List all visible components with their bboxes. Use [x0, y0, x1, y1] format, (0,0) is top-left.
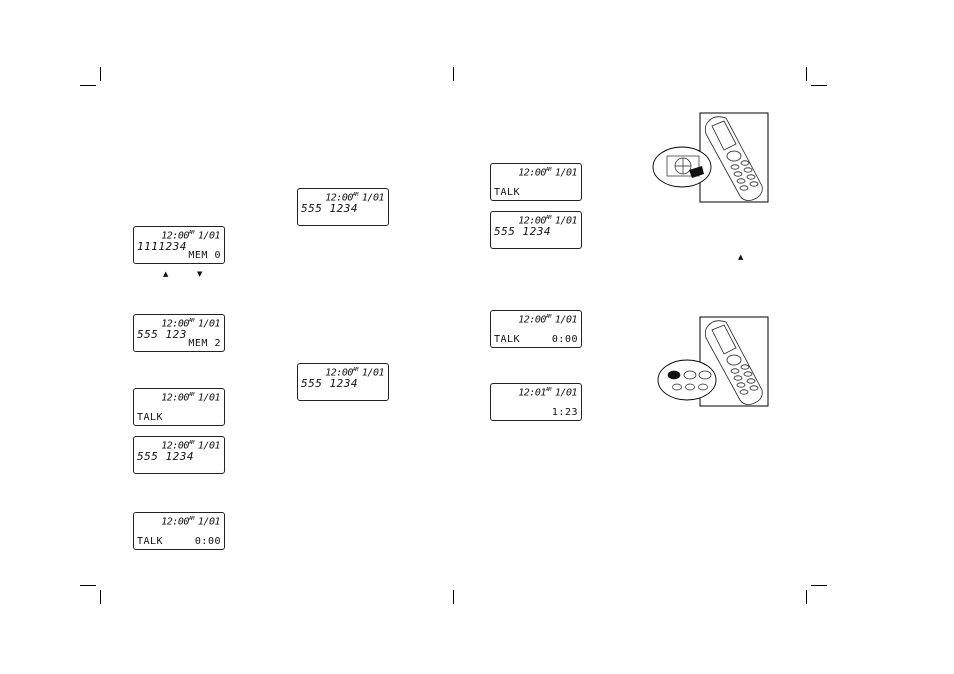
lcd-status-left: TALK	[137, 536, 163, 547]
lcd-date: 1/01	[198, 318, 220, 329]
crop-mark	[100, 67, 101, 81]
lcd-date: 1/01	[198, 230, 220, 241]
lcd-ampm: AM	[546, 167, 551, 173]
lcd-ampm: AM	[546, 387, 551, 393]
lcd-status-left: TALK	[494, 187, 520, 198]
lcd-time: 12:00	[518, 167, 546, 178]
crop-mark	[811, 85, 827, 86]
lcd-status-left: TALK	[137, 412, 163, 423]
crop-mark	[453, 590, 454, 604]
lcd-display: 12:00AM 1/01 TALK	[490, 163, 582, 201]
lcd-date: 1/01	[362, 192, 384, 203]
lcd-number: 555 1234	[137, 450, 194, 463]
handset-navigation-key-icon	[652, 112, 770, 204]
lcd-number: 555 1234	[494, 225, 551, 238]
down-arrow-icon: ▼	[197, 270, 202, 278]
lcd-date: 1/01	[555, 314, 577, 325]
lcd-time: 12:00	[161, 516, 189, 527]
lcd-status-right: 0:00	[195, 536, 221, 547]
lcd-date: 1/01	[555, 387, 577, 398]
lcd-ampm: AM	[189, 440, 194, 446]
crop-mark	[453, 67, 454, 81]
lcd-ampm: AM	[353, 192, 358, 198]
lcd-status-right: MEM 2	[188, 338, 221, 349]
lcd-ampm: AM	[546, 215, 551, 221]
lcd-time: 12:00	[161, 392, 189, 403]
up-arrow-icon: ▲	[163, 270, 168, 278]
lcd-number: 555 1234	[301, 377, 358, 390]
lcd-ampm: AM	[353, 367, 358, 373]
lcd-date: 1/01	[198, 516, 220, 527]
lcd-status-left: TALK	[494, 334, 520, 345]
lcd-display: 12:00AM 1/01 TALK	[133, 388, 225, 426]
crop-mark	[811, 585, 827, 586]
lcd-date: 1/01	[555, 215, 577, 226]
lcd-status-right: 1:23	[552, 407, 578, 418]
lcd-status-right: MEM 0	[188, 250, 221, 261]
lcd-date: 1/01	[555, 167, 577, 178]
lcd-display: 12:01AM 1/01 1:23	[490, 383, 582, 421]
lcd-ampm: AM	[189, 516, 194, 522]
lcd-ampm: AM	[189, 392, 194, 398]
lcd-status-right: 0:00	[552, 334, 578, 345]
lcd-number: 555 123	[137, 328, 187, 341]
lcd-ampm: AM	[189, 230, 194, 236]
lcd-display: 12:00AM 1/01 TALK 0:00	[490, 310, 582, 348]
crop-mark	[806, 67, 807, 81]
crop-mark	[100, 590, 101, 604]
crop-mark	[80, 585, 96, 586]
lcd-ampm: AM	[546, 314, 551, 320]
crop-mark	[80, 85, 96, 86]
lcd-date: 1/01	[198, 392, 220, 403]
handset-soft-keys-icon	[652, 316, 770, 408]
lcd-time: 12:00	[518, 314, 546, 325]
lcd-number: 1111234	[137, 240, 187, 253]
up-arrow-icon: ▲	[738, 253, 743, 261]
lcd-ampm: AM	[189, 318, 194, 324]
crop-mark	[806, 590, 807, 604]
lcd-time: 12:01	[518, 387, 546, 398]
lcd-display: 12:00AM 1/01 TALK 0:00	[133, 512, 225, 550]
lcd-number: 555 1234	[301, 202, 358, 215]
lcd-date: 1/01	[198, 440, 220, 451]
lcd-date: 1/01	[362, 367, 384, 378]
